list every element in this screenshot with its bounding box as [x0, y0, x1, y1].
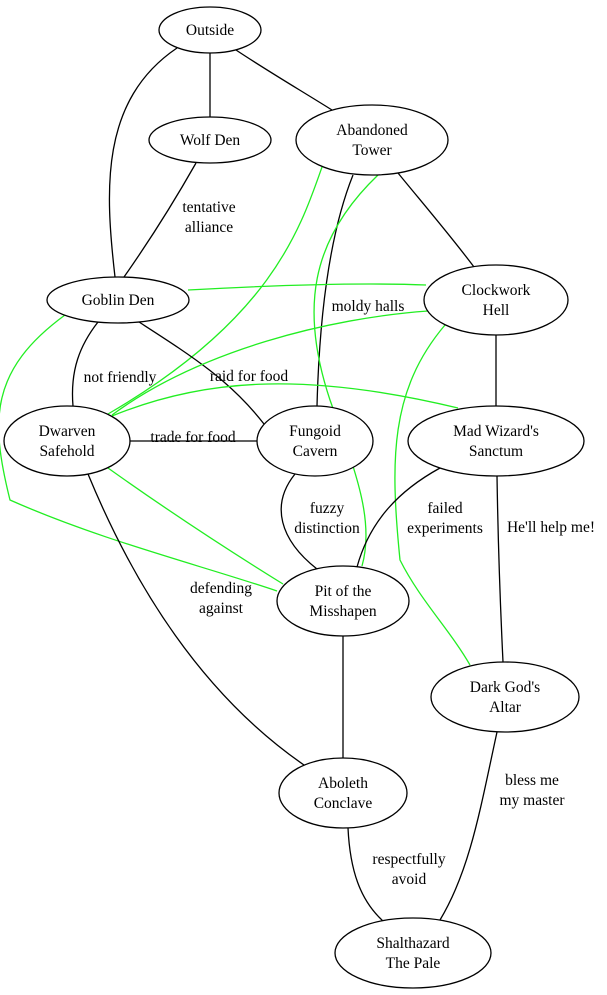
node-label-line-1: Mad Wizard's [453, 423, 539, 440]
edge-label-text-line-1: failed [427, 500, 463, 517]
node-ellipse [334, 917, 492, 989]
edge-label-mad-wizards-sanctum-pit-of-the-misshapen: failed experiments [407, 500, 483, 537]
edge-label-aboleth-conclave-shalthazard-the-pale: respectfully avoid [372, 851, 445, 888]
node-goblin-den[interactable]: Goblin Den [46, 276, 190, 324]
edge-clockwork-hell-dark-gods-altar [394, 324, 471, 666]
node-ellipse [46, 276, 190, 324]
edge-wolf-den-goblin-den [123, 162, 197, 278]
edge-mad-wizards-sanctum-dark-gods-altar [496, 475, 504, 663]
edge-label-text-line-1: defending [190, 580, 252, 597]
node-label-line-1: Dark God's [470, 679, 540, 696]
edge-label-text-line-1: raid for food [210, 368, 289, 385]
edge-labels-layer: tentative alliance moldy halls not friendly… [84, 199, 595, 888]
node-ellipse [276, 565, 410, 637]
edge-label-dwarven-safehold-fungoid-cavern: trade for food [150, 429, 235, 446]
node-label-line-1: Goblin Den [82, 292, 155, 309]
edge-label-dark-gods-altar-shalthazard-the-pale: bless me my master [500, 772, 566, 809]
edge-label-text-line-2: experiments [407, 520, 483, 537]
edge-label-dwarven-safehold-aboleth-conclave: defending against [190, 580, 252, 617]
node-label-line-1: Pit of the [315, 583, 372, 600]
edge-dwarven-safehold-aboleth-conclave [87, 473, 305, 766]
edge-label-text-line-1: trade for food [150, 429, 235, 446]
edge-goblin-den-clockwork-hell [187, 283, 427, 291]
node-label-line-1: Fungoid [289, 423, 341, 440]
edge-dwarven-safehold-mad-wizards-sanctum [111, 383, 459, 417]
edge-outside-abandoned-tower [235, 49, 333, 111]
edge-label-goblin-den-dwarven-safehold: not friendly [84, 369, 157, 386]
node-ellipse [430, 661, 580, 733]
node-label-line-1: Outside [186, 22, 234, 39]
node-label-line-2: Conclave [314, 795, 373, 812]
edge-goblin-den-pit-of-the-misshapen [0, 314, 278, 592]
node-wolf-den[interactable]: Wolf Den [148, 116, 272, 164]
node-label-line-1: Clockwork [462, 282, 531, 299]
edge-abandoned-tower-clockwork-hell [397, 172, 475, 268]
edges-layer [0, 47, 504, 922]
node-outside[interactable]: Outside [158, 6, 262, 54]
edge-aboleth-conclave-shalthazard-the-pale [347, 827, 384, 922]
edge-label-text-line-2: against [199, 600, 244, 617]
node-label-line-1: Wolf Den [180, 132, 241, 149]
edge-outside-goblin-den [108, 47, 178, 278]
edge-label-text-line-2: avoid [392, 871, 427, 888]
edge-clockwork-hell-dwarven-safehold [111, 310, 429, 416]
edge-mad-wizards-sanctum-pit-of-the-misshapen [356, 467, 441, 568]
node-label-line-2: Hell [483, 302, 510, 319]
node-label-line-2: Misshapen [309, 603, 376, 620]
node-ellipse [423, 264, 569, 336]
node-label-line-2: Altar [489, 699, 522, 716]
node-ellipse [295, 104, 449, 176]
edge-label-goblin-den-fungoid-cavern: raid for food [210, 368, 289, 385]
edge-label-text-line-1: moldy halls [332, 298, 405, 315]
edge-abandoned-tower-pit-of-the-misshapen [313, 174, 379, 567]
edge-goblin-den-dwarven-safehold [71, 321, 99, 407]
node-ellipse [158, 6, 262, 54]
edge-dwarven-safehold-pit-of-the-misshapen [107, 467, 284, 585]
node-label-line-1: Abandoned [336, 122, 408, 139]
edge-label-text-line-1: bless me [505, 772, 559, 789]
node-ellipse [3, 405, 131, 477]
edge-label-text-line-1: He'll help me! [507, 519, 595, 536]
node-ellipse [256, 405, 374, 477]
edge-label-text-line-1: not friendly [84, 369, 157, 386]
node-label-line-2: The Pale [386, 955, 441, 972]
edge-label-abandoned-tower-fungoid-cavern: moldy halls [332, 298, 405, 315]
edge-label-wolf-den-goblin-den: tentative alliance [182, 199, 235, 236]
node-label-line-2: Tower [352, 142, 392, 159]
node-ellipse [148, 116, 272, 164]
edge-goblin-den-fungoid-cavern [138, 321, 265, 425]
node-label-line-2: Safehold [39, 443, 94, 460]
edge-label-mad-wizards-sanctum-dark-gods-altar: He'll help me! [507, 519, 595, 536]
node-label-line-2: Cavern [293, 443, 338, 460]
edge-label-text-line-1: respectfully [372, 851, 445, 868]
node-label-line-1: Shalthazard [376, 935, 449, 952]
edge-abandoned-tower-dwarven-safehold [107, 166, 323, 415]
edge-label-text-line-2: alliance [185, 219, 233, 236]
edge-fungoid-cavern-pit-of-the-misshapen [280, 473, 318, 570]
node-label-line-2: Sanctum [469, 443, 523, 460]
edge-label-text-line-2: my master [500, 792, 566, 809]
node-ellipse [407, 405, 585, 477]
edge-abandoned-tower-fungoid-cavern [316, 174, 354, 407]
node-label-line-1: Dwarven [39, 423, 96, 440]
edge-label-text-line-1: fuzzy [310, 500, 345, 517]
edge-label-fungoid-cavern-pit-of-the-misshapen: fuzzy distinction [294, 500, 360, 537]
edge-dark-gods-altar-shalthazard-the-pale [439, 731, 498, 921]
node-ellipse [278, 757, 408, 829]
edge-label-text-line-1: tentative [182, 199, 235, 216]
edge-label-text-line-2: distinction [294, 520, 360, 537]
node-label-line-1: Aboleth [318, 775, 368, 792]
